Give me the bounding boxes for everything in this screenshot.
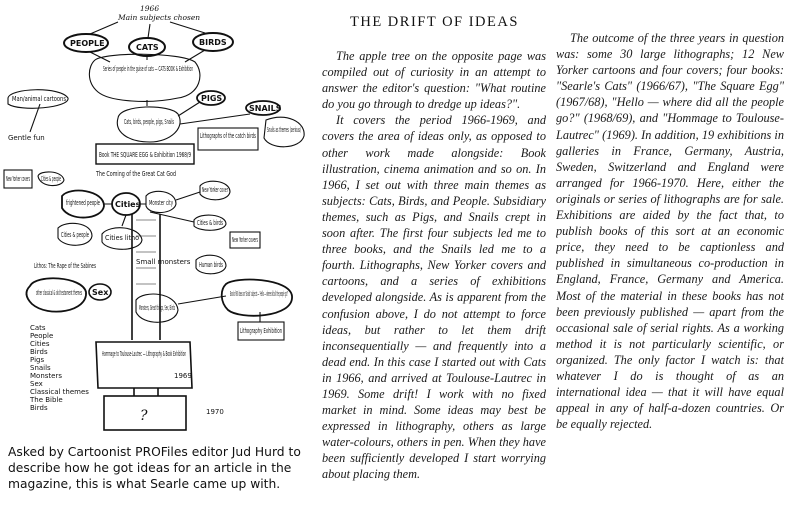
diagram-top-label: Main subjects chosen: [117, 13, 200, 22]
node-litho-exhibition: Lithography Exhibition: [240, 327, 282, 335]
diagram-year-1966: 1966: [140, 4, 159, 13]
node-new-yorker-covers: New Yorker covers: [6, 175, 30, 183]
node-cities-people2: Cities & people: [61, 231, 89, 239]
node-small-monsters: Small monsters: [136, 258, 191, 266]
node-people: PEOPLE: [70, 39, 105, 48]
node-gentle-fun: Gentle fun: [8, 134, 45, 142]
subject-list: CatsPeopleCitiesBirdsPigsSnailsMonstersS…: [29, 324, 89, 412]
node-frightened-people: frightened people: [66, 199, 100, 207]
node-cities-litho: Cities litho: [105, 234, 139, 242]
node-sex: Sex: [92, 288, 109, 297]
subject-list-item: The Bible: [29, 396, 63, 404]
article-column-1: The apple tree on the opposite page was …: [322, 48, 546, 528]
node-homage: Hommage to Toulouse-Lautrec — Lithograph…: [102, 350, 186, 358]
subject-list-item: Sex: [30, 380, 43, 388]
node-cats: CATS: [136, 43, 159, 52]
subject-list-item: Pigs: [30, 356, 44, 364]
node-pigs: PIGS: [201, 94, 222, 103]
subject-list-item: Birds: [30, 348, 48, 356]
node-snails: SNAILS: [249, 104, 282, 113]
node-monsters: Monsters, Great things, Sex, Birds: [139, 304, 175, 312]
subject-list-item: Classical themes: [30, 388, 89, 396]
paragraph-3: The outcome of the three years in questi…: [556, 31, 784, 432]
subject-list-item: Monsters: [30, 372, 62, 380]
node-year-1970: 1970: [206, 408, 224, 416]
node-other-classical: other classical & old testament themes: [36, 289, 82, 297]
node-new-yorker-covers2: New Yorker covers: [232, 236, 258, 244]
node-year-1969: 1969: [174, 372, 192, 380]
subject-list-item: People: [30, 332, 53, 340]
article-column-2: The outcome of the three years in questi…: [556, 30, 784, 510]
node-cities-people: Cities & people: [41, 175, 61, 183]
node-human-birds: Human birds: [199, 261, 223, 269]
node-question: ?: [140, 408, 148, 424]
paragraph-2: It covers the period 1966-1969, and cove…: [322, 113, 546, 482]
node-birds: BIRDS: [199, 38, 227, 47]
node-man-animal: Man/animal cartoons: [12, 95, 66, 103]
node-new-yorker-cover2: New Yorker cover: [202, 186, 228, 194]
article-title: THE DRIFT OF IDEAS: [350, 14, 519, 30]
node-lithos-sabines: Lithos: The Rape of the Sabines: [34, 262, 96, 270]
node-square-egg: Book THE SQUARE EGG & Exhibition 1968/9: [99, 151, 191, 159]
node-cities-birds: Cities & birds: [197, 219, 223, 227]
subject-list-item: Snails: [30, 364, 51, 372]
node-lithographs: Lithographs of the catch birds: [200, 132, 256, 140]
node-coming-cat-god: The Coming of the Great Cat God: [95, 170, 176, 178]
subject-list-item: Cities: [30, 340, 50, 348]
paragraph-1: The apple tree on the opposite page was …: [322, 49, 546, 112]
node-monster-city: Monster city: [149, 199, 173, 207]
subject-list-item: Birds: [30, 404, 48, 412]
node-cats-birds-people: Cats, birds, people, pigs, Snails: [124, 118, 174, 126]
idea-tree-diagram: 1966 Main subjects chosen PEOPLE CATS BI…: [0, 0, 315, 440]
subject-list-item: Cats: [30, 324, 46, 332]
caption: Asked by Cartoonist PROFiles editor Jud …: [8, 445, 301, 491]
node-cats-book: Series of people in the guise of cats — …: [103, 65, 193, 73]
node-book-80: Book of 80 ideas on 'Snails' subjects — …: [230, 290, 288, 298]
node-cities: Cities: [115, 200, 141, 209]
node-snails-theme: Snails as themes (serious): [267, 126, 301, 134]
